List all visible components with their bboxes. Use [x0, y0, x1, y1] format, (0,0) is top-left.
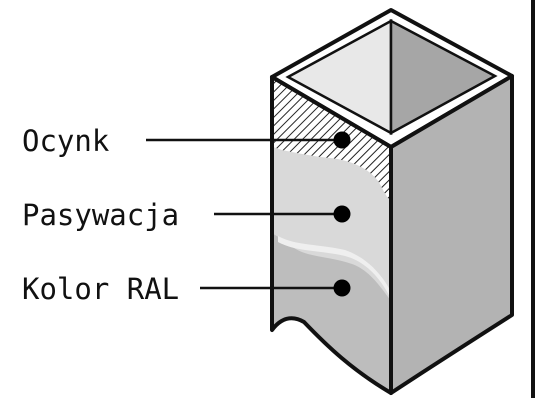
layer-highlight: [278, 236, 391, 306]
marker-passivation: [333, 205, 351, 223]
label-ral: Kolor RAL: [22, 272, 179, 306]
tube-right-face: [389, 74, 514, 395]
label-zinc: Ocynk: [22, 124, 110, 158]
marker-zinc: [333, 131, 351, 149]
tube-left-face-outline: [270, 75, 393, 395]
tube-inner-back-right: [389, 18, 498, 136]
label-passivation: Pasywacja: [22, 198, 179, 232]
marker-ral: [333, 279, 351, 297]
